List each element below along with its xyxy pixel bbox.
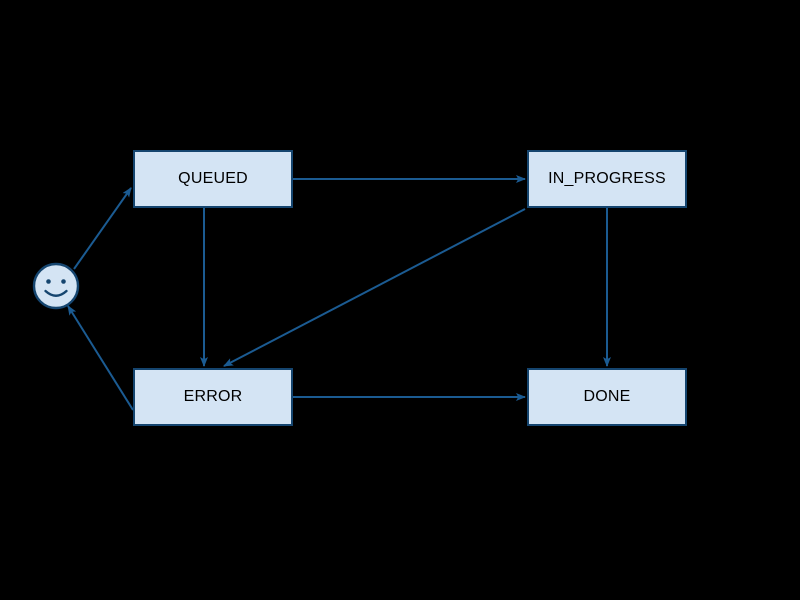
state-node-queued[interactable]: QUEUED: [133, 150, 293, 208]
start-actor-node[interactable]: [28, 258, 84, 319]
state-node-done[interactable]: DONE: [527, 368, 687, 426]
state-node-label: IN_PROGRESS: [548, 170, 666, 187]
state-node-error[interactable]: ERROR: [133, 368, 293, 426]
edge-in-progress-to-error[interactable]: [223, 208, 526, 367]
state-node-label: DONE: [583, 388, 631, 405]
edge-error-to-start[interactable]: [67, 305, 134, 411]
state-node-in_progress[interactable]: IN_PROGRESS: [527, 150, 687, 208]
state-node-label: QUEUED: [178, 170, 248, 187]
edge-start-to-queued[interactable]: [73, 187, 132, 270]
smiley-face-icon: [32, 262, 80, 310]
state-node-label: ERROR: [183, 388, 243, 405]
